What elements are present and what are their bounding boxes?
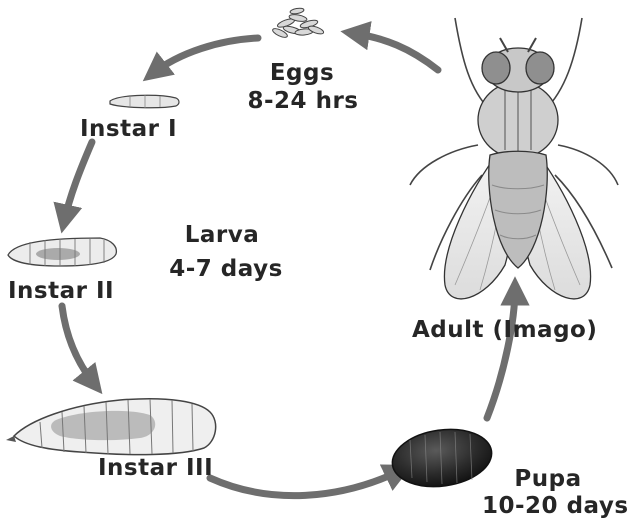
larva-duration: 4-7 days <box>166 256 286 282</box>
larva-label: Larva <box>164 222 280 248</box>
instar2-label: Instar II <box>8 278 114 304</box>
pupa-label: Pupa <box>506 466 590 492</box>
instar2-larva-illustration <box>8 238 116 266</box>
arrow-instar1-to-instar2 <box>64 142 92 222</box>
arrow-instar2-to-instar3 <box>62 306 95 385</box>
eggs-illustration <box>271 7 324 39</box>
arrow-instar3-to-pupa <box>210 470 402 496</box>
instar3-larva-illustration <box>6 399 216 455</box>
arrow-adult-to-eggs <box>352 33 438 70</box>
pupa-illustration <box>389 423 496 492</box>
arrow-pupa-to-adult <box>487 288 515 418</box>
adult-label: Adult (Imago) <box>412 317 597 343</box>
instar1-larva-illustration <box>110 95 179 108</box>
instar1-label: Instar I <box>80 116 177 142</box>
eggs-label: Eggs <box>247 60 357 86</box>
instar3-label: Instar III <box>98 455 213 481</box>
pupa-duration: 10-20 days <box>482 493 629 519</box>
arrow-eggs-to-instar1 <box>152 38 258 74</box>
adult-fly-illustration <box>410 18 618 299</box>
eggs-duration: 8-24 hrs <box>242 88 364 114</box>
